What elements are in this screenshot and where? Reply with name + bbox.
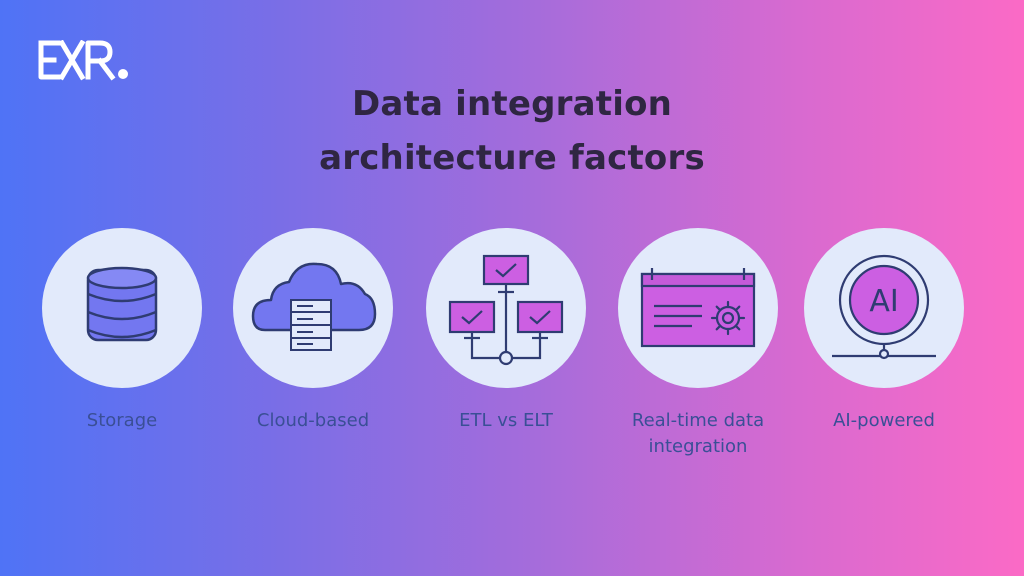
factor-circle: [42, 228, 202, 388]
cloud-server-icon: [251, 262, 377, 351]
factor-circle: [426, 228, 586, 388]
factor-circle: [618, 228, 778, 388]
ai-chip-text: AI: [869, 284, 898, 319]
network-monitors-icon: [448, 254, 564, 366]
factor-label: AI-powered: [833, 410, 935, 431]
factor-circle: [233, 228, 393, 388]
factor-circle: AI: [804, 228, 964, 388]
exr-logo-icon: [38, 39, 128, 81]
factor-label: Real-time data integration: [631, 410, 765, 457]
factor-label: Storage: [86, 410, 158, 431]
page-title-line-1: Data integration: [351, 84, 673, 124]
brand-logo: [38, 39, 130, 82]
ai-chip-icon: AI: [832, 254, 936, 360]
page-title-line-2: architecture factors: [319, 138, 705, 178]
settings-panel-icon: [640, 268, 756, 348]
database-icon: [86, 266, 158, 342]
factor-label: ETL vs ELT: [459, 410, 553, 431]
factor-label: Cloud-based: [256, 410, 370, 431]
